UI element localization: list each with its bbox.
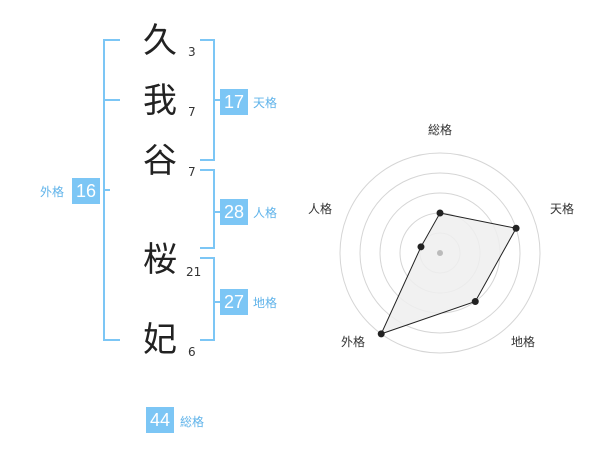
soukaku-label: 総格 (180, 415, 205, 429)
jinkaku-label: 人格 (253, 206, 278, 220)
radar-point-3 (471, 298, 479, 306)
stroke-count-4: 21 (186, 265, 202, 279)
gaikaku-value: 16 (72, 178, 100, 204)
stroke-count-1: 3 (188, 45, 196, 59)
gaikaku-label: 外格 (40, 185, 65, 199)
radar-axis-label-gaikaku: 外格 (341, 335, 366, 349)
radar-polygon (380, 212, 517, 335)
chikaku-label: 地格 (253, 296, 278, 310)
name-char-2: 我 (143, 81, 177, 121)
jinkaku-bracket (200, 169, 215, 249)
radar-axis-label-jinkaku: 人格 (308, 202, 333, 216)
name-char-4: 桜 (143, 240, 177, 280)
jinkaku-value: 28 (220, 199, 248, 225)
tenkaku-value: 17 (220, 89, 248, 115)
stroke-count-2: 7 (188, 105, 196, 119)
chikaku-value: 27 (220, 289, 248, 315)
name-char-3: 谷 (143, 141, 177, 181)
radar-point-4 (377, 330, 385, 338)
radar-axis-label-tenkaku: 天格 (550, 202, 575, 216)
radar-point-5 (417, 243, 425, 251)
tenkaku-label: 天格 (253, 96, 278, 110)
radar-ring-4 (359, 172, 521, 334)
radar-ring-5 (339, 152, 541, 354)
stroke-count-5: 6 (188, 345, 196, 359)
radar-axis-label-chikaku: 地格 (511, 335, 536, 349)
name-char-1: 久 (143, 21, 177, 61)
name-char-5: 妃 (143, 320, 177, 360)
chikaku-bracket (200, 257, 215, 341)
radar-center-point (437, 250, 443, 256)
radar-point-2 (512, 224, 520, 232)
stroke-count-3: 7 (188, 165, 196, 179)
radar-point-1 (436, 209, 444, 217)
radar-axis-label-soukaku: 総格 (428, 123, 453, 137)
soukaku-value: 44 (146, 407, 174, 433)
